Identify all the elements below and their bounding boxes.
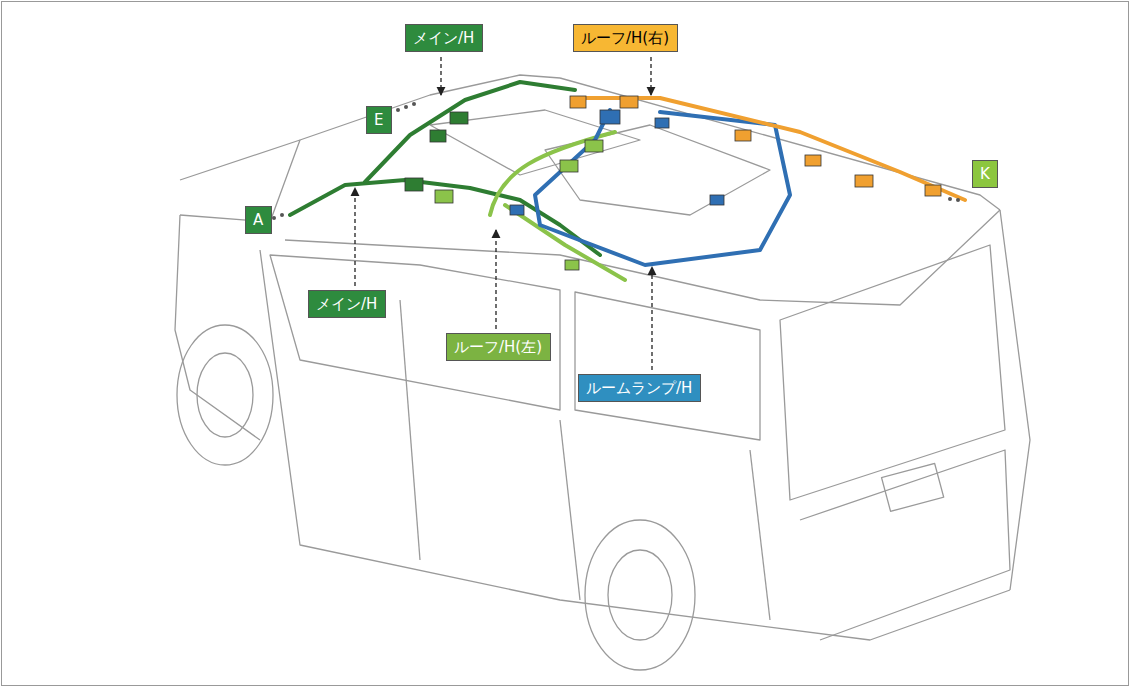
point-label: A bbox=[245, 206, 272, 234]
label-text: A bbox=[253, 210, 264, 230]
label-text: ルームランプ/H bbox=[586, 378, 693, 398]
harness-label: メイン/H bbox=[405, 24, 483, 52]
point-label: K bbox=[972, 160, 998, 188]
label-text: メイン/H bbox=[413, 28, 475, 48]
harness-label: メイン/H bbox=[308, 290, 386, 318]
label-text: メイン/H bbox=[316, 294, 378, 314]
label-text: ルーフ/H(右) bbox=[581, 28, 670, 48]
harness-label: ルームランプ/H bbox=[578, 374, 701, 402]
label-text: ルーフ/H(左) bbox=[454, 337, 543, 357]
point-label: E bbox=[366, 106, 392, 134]
label-text: K bbox=[980, 164, 990, 184]
label-text: E bbox=[374, 110, 384, 130]
harness-label: ルーフ/H(左) bbox=[446, 333, 551, 361]
harness-label: ルーフ/H(右) bbox=[573, 24, 678, 52]
